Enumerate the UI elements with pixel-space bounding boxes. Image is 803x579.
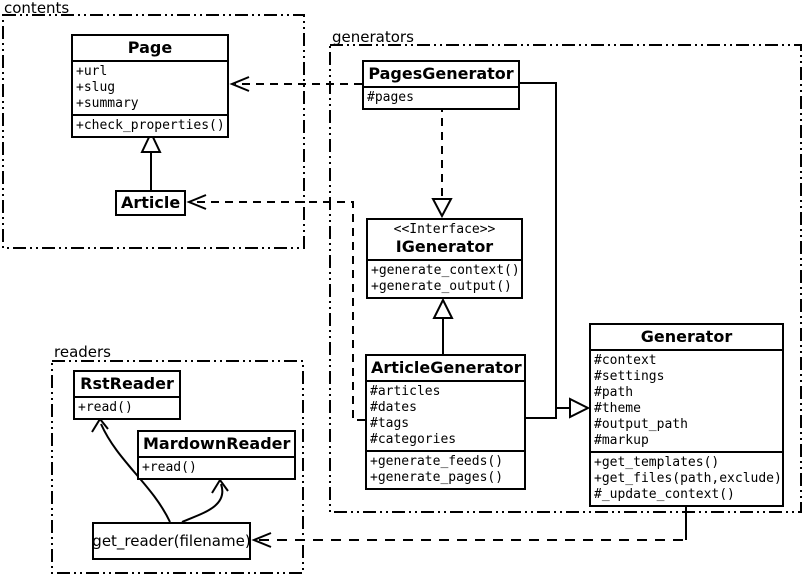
- package-readers-label: readers: [54, 343, 111, 361]
- class-page-name: Page: [127, 38, 173, 57]
- attribute: +slug: [76, 80, 116, 95]
- attribute: #articles: [370, 384, 441, 399]
- class-page-methods: +check_properties(): [73, 114, 227, 136]
- class-article: Article: [115, 190, 186, 216]
- edge-article-extends-page: [140, 130, 162, 190]
- method: +generate_pages(): [370, 470, 504, 485]
- class-page-attributes: +url +slug +summary: [73, 60, 227, 114]
- class-article-name: Article: [121, 193, 181, 212]
- function-get-reader: get_reader(filename): [92, 522, 251, 560]
- method: +generate_context(): [371, 263, 520, 278]
- attribute: #categories: [370, 432, 457, 447]
- method: +check_properties(): [76, 118, 225, 133]
- class-rstreader-methods: +read(): [75, 396, 179, 418]
- class-rstreader: RstReader +read(): [73, 370, 181, 420]
- method: +generate_feeds(): [370, 454, 504, 469]
- package-contents-border: [2, 14, 305, 249]
- attribute: #path: [594, 385, 634, 400]
- function-get-reader-label: get_reader(filename): [92, 532, 251, 550]
- edge-pagesgenerator-depends-page: [229, 76, 362, 92]
- class-igenerator-name: IGenerator: [395, 237, 494, 256]
- method: +generate_output(): [371, 279, 512, 294]
- attribute: #pages: [367, 90, 414, 105]
- class-page: Page +url +slug +summary +check_properti…: [71, 34, 229, 138]
- attribute: #markup: [594, 433, 649, 448]
- class-articlegenerator-name: ArticleGenerator: [371, 358, 522, 377]
- method: #_update_context(): [594, 487, 735, 502]
- class-igenerator-stereotype: <<Interface>>: [393, 222, 496, 237]
- attribute: #dates: [370, 400, 417, 415]
- attribute: #theme: [594, 401, 641, 416]
- class-generator-name: Generator: [640, 327, 733, 346]
- attribute: #tags: [370, 416, 410, 431]
- package-generators-label: generators: [332, 28, 414, 46]
- class-mardownreader: MardownReader +read(): [137, 430, 296, 480]
- class-articlegenerator: ArticleGenerator #articles #dates #tags …: [365, 354, 526, 490]
- class-igenerator-methods: +generate_context() +generate_output(): [368, 259, 521, 297]
- attribute: +url: [76, 64, 108, 79]
- edge-articlegenerator-extends-igenerator: [432, 297, 454, 354]
- package-readers-border: [51, 360, 304, 574]
- package-contents-label: contents: [4, 0, 70, 17]
- class-generator-methods: +get_templates() +get_files(path,exclude…: [591, 451, 782, 505]
- edge-generator-depends-getreader: [251, 503, 687, 548]
- edge-generators-extend-generator: [520, 82, 591, 419]
- edge-pagesgenerator-realizes-igenerator: [431, 104, 453, 219]
- class-pagesgenerator-name: PagesGenerator: [368, 64, 514, 83]
- class-mardownreader-methods: +read(): [139, 456, 294, 478]
- attribute: #settings: [594, 369, 665, 384]
- method: +get_files(path,exclude): [594, 471, 782, 486]
- class-mardownreader-name: MardownReader: [143, 434, 291, 453]
- method: +read(): [142, 460, 197, 475]
- class-pagesgenerator-attributes: #pages: [364, 86, 518, 108]
- method: +read(): [78, 400, 133, 415]
- edge-articlegenerator-depends-article: [186, 194, 365, 421]
- class-articlegenerator-attributes: #articles #dates #tags #categories: [367, 380, 524, 450]
- attribute: #output_path: [594, 417, 688, 432]
- class-generator: Generator #context #settings #path #them…: [589, 323, 784, 507]
- attribute: +summary: [76, 96, 139, 111]
- class-rstreader-name: RstReader: [80, 374, 174, 393]
- attribute: #context: [594, 353, 657, 368]
- class-articlegenerator-methods: +generate_feeds() +generate_pages(): [367, 450, 524, 488]
- edge-getreader-to-mardownreader: [181, 478, 229, 523]
- class-igenerator: <<Interface>> IGenerator +generate_conte…: [366, 218, 523, 299]
- class-pagesgenerator: PagesGenerator #pages: [362, 60, 520, 110]
- class-generator-attributes: #context #settings #path #theme #output_…: [591, 349, 782, 451]
- package-generators-border: [329, 44, 802, 513]
- method: +get_templates(): [594, 455, 720, 470]
